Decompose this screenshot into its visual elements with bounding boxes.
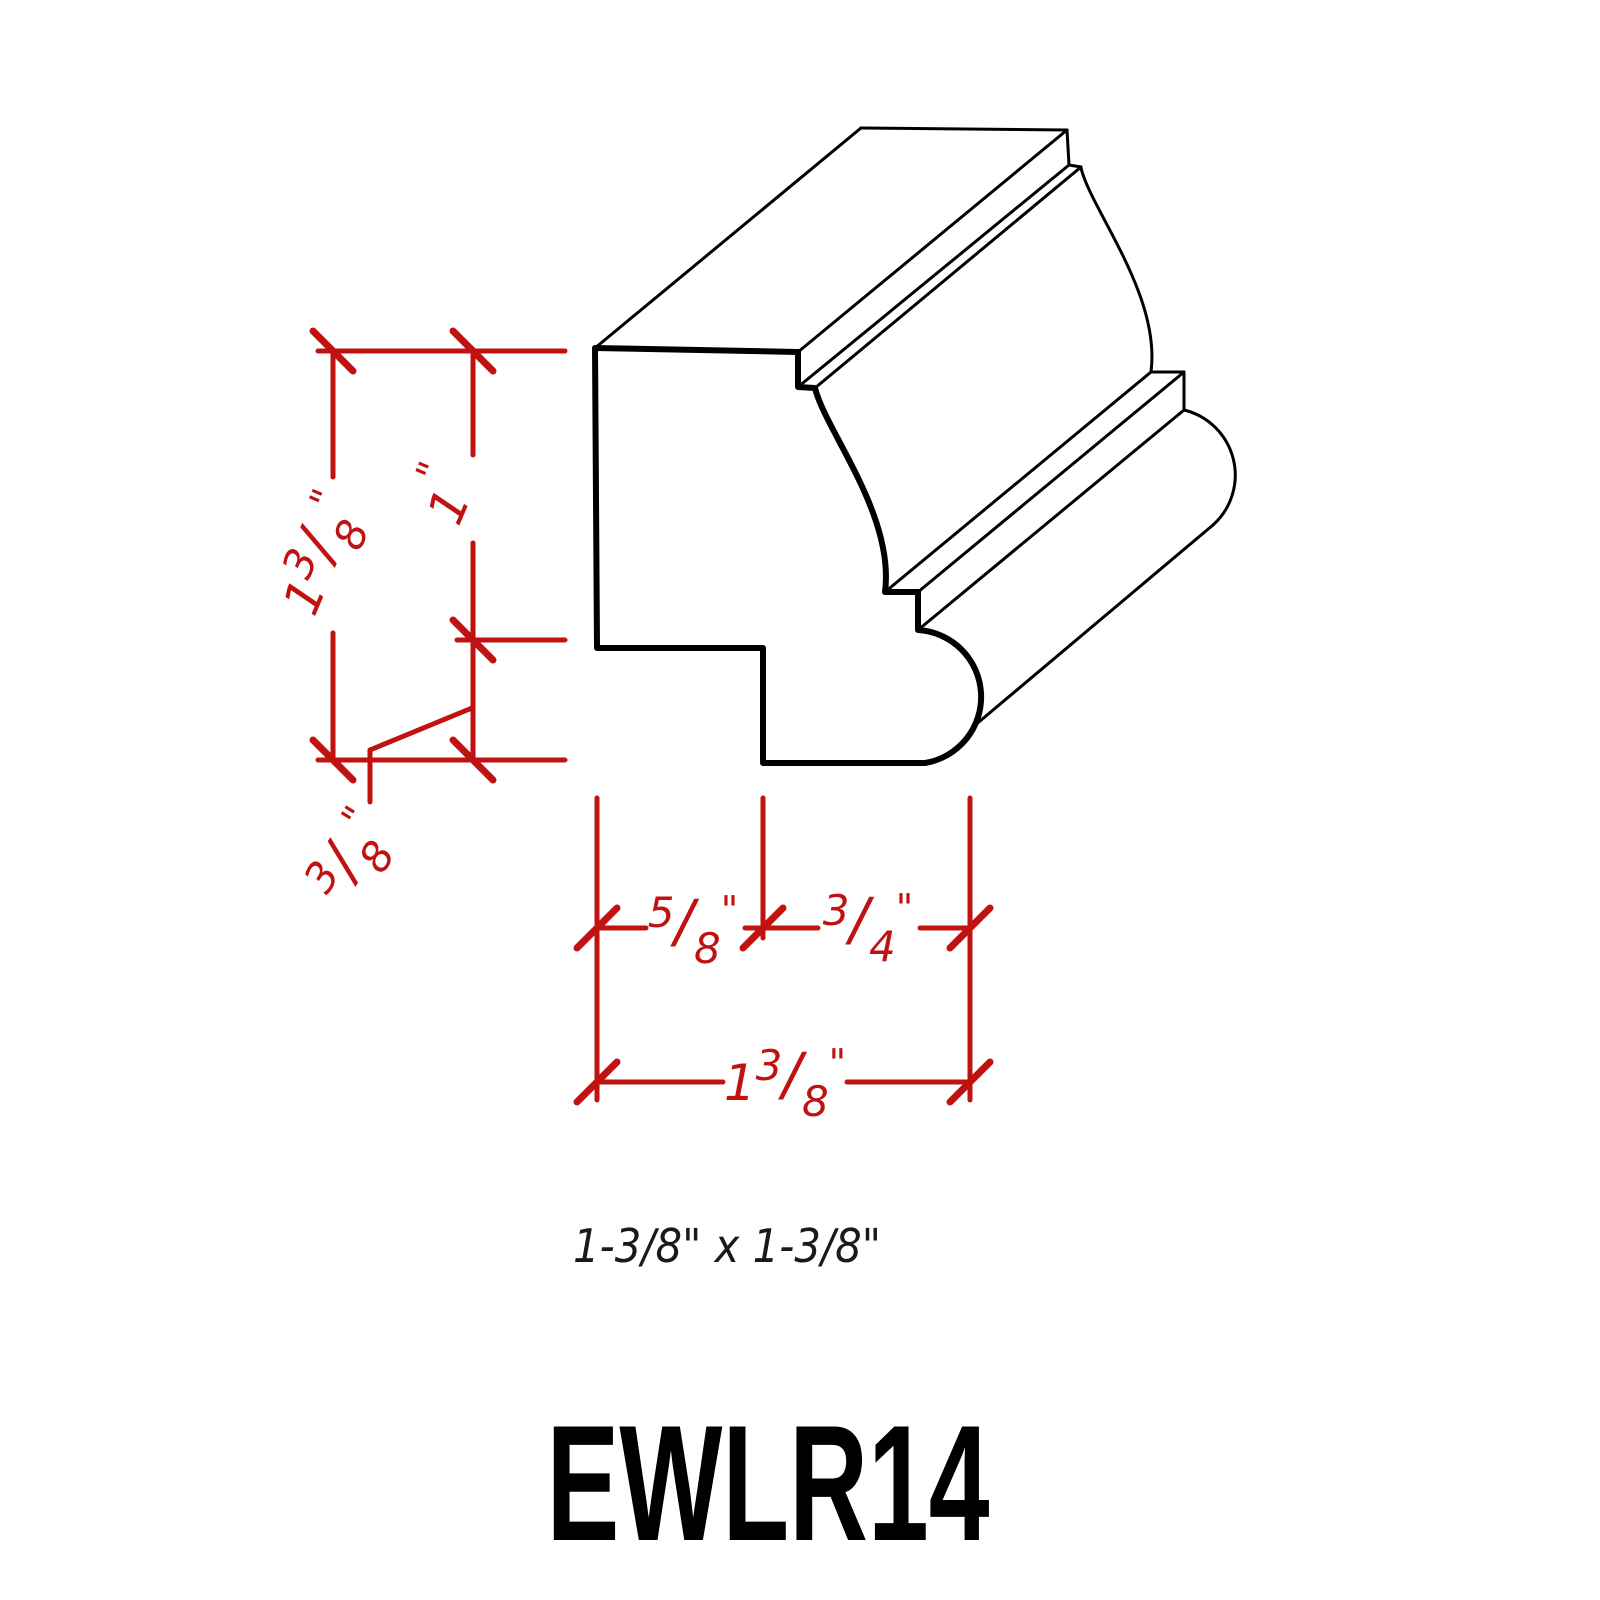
tick (449, 736, 497, 784)
tick (449, 327, 497, 375)
dim-label-upper-height: 1" (395, 455, 489, 532)
lower-height-leader (367, 705, 475, 753)
dim-label-overall-width: 13/8" (724, 1040, 846, 1126)
bead-silhouette-edge (959, 523, 1215, 739)
back-ogee-curve (1079, 166, 1154, 374)
dim-label-overall-height: 13/8" (259, 482, 386, 628)
top-face-left-edge (593, 126, 863, 350)
part-number-title: EWLR14 (547, 1391, 990, 1575)
dim-label-lower-height: 3/8" (293, 798, 414, 920)
tick (309, 736, 357, 784)
width-dimensions: 5/8" 3/4" 13/8" (573, 795, 994, 1126)
tick (946, 1058, 994, 1106)
dimension-annotations: 13/8" 1" 3/8" (259, 327, 994, 1126)
height-dimensions: 13/8" 1" 3/8" (259, 327, 568, 920)
bead-top-edge (916, 408, 1186, 632)
tick (573, 1058, 621, 1106)
top-face-right-edge (796, 128, 1069, 354)
fillet-top-edge (916, 370, 1186, 594)
fillet-right-edge (813, 165, 1083, 390)
back-bead-arc (1182, 408, 1237, 527)
molding-front-profile (592, 345, 985, 766)
size-caption: 1-3/8" x 1-3/8" (573, 1219, 881, 1273)
tick (573, 904, 621, 952)
molding-back-edges (593, 126, 1237, 739)
back-lip-step (1065, 128, 1083, 169)
tick (739, 904, 787, 952)
back-top-edge (859, 126, 1069, 132)
tick (946, 904, 994, 952)
tick (449, 616, 497, 664)
tick (309, 327, 357, 375)
ogee-bottom-edge (883, 370, 1153, 594)
lip-bottom-edge (796, 163, 1071, 389)
dim-label-right-width: 3/4" (823, 885, 914, 971)
dim-label-left-width: 5/8" (648, 887, 739, 973)
molding-drawing (592, 126, 1237, 766)
